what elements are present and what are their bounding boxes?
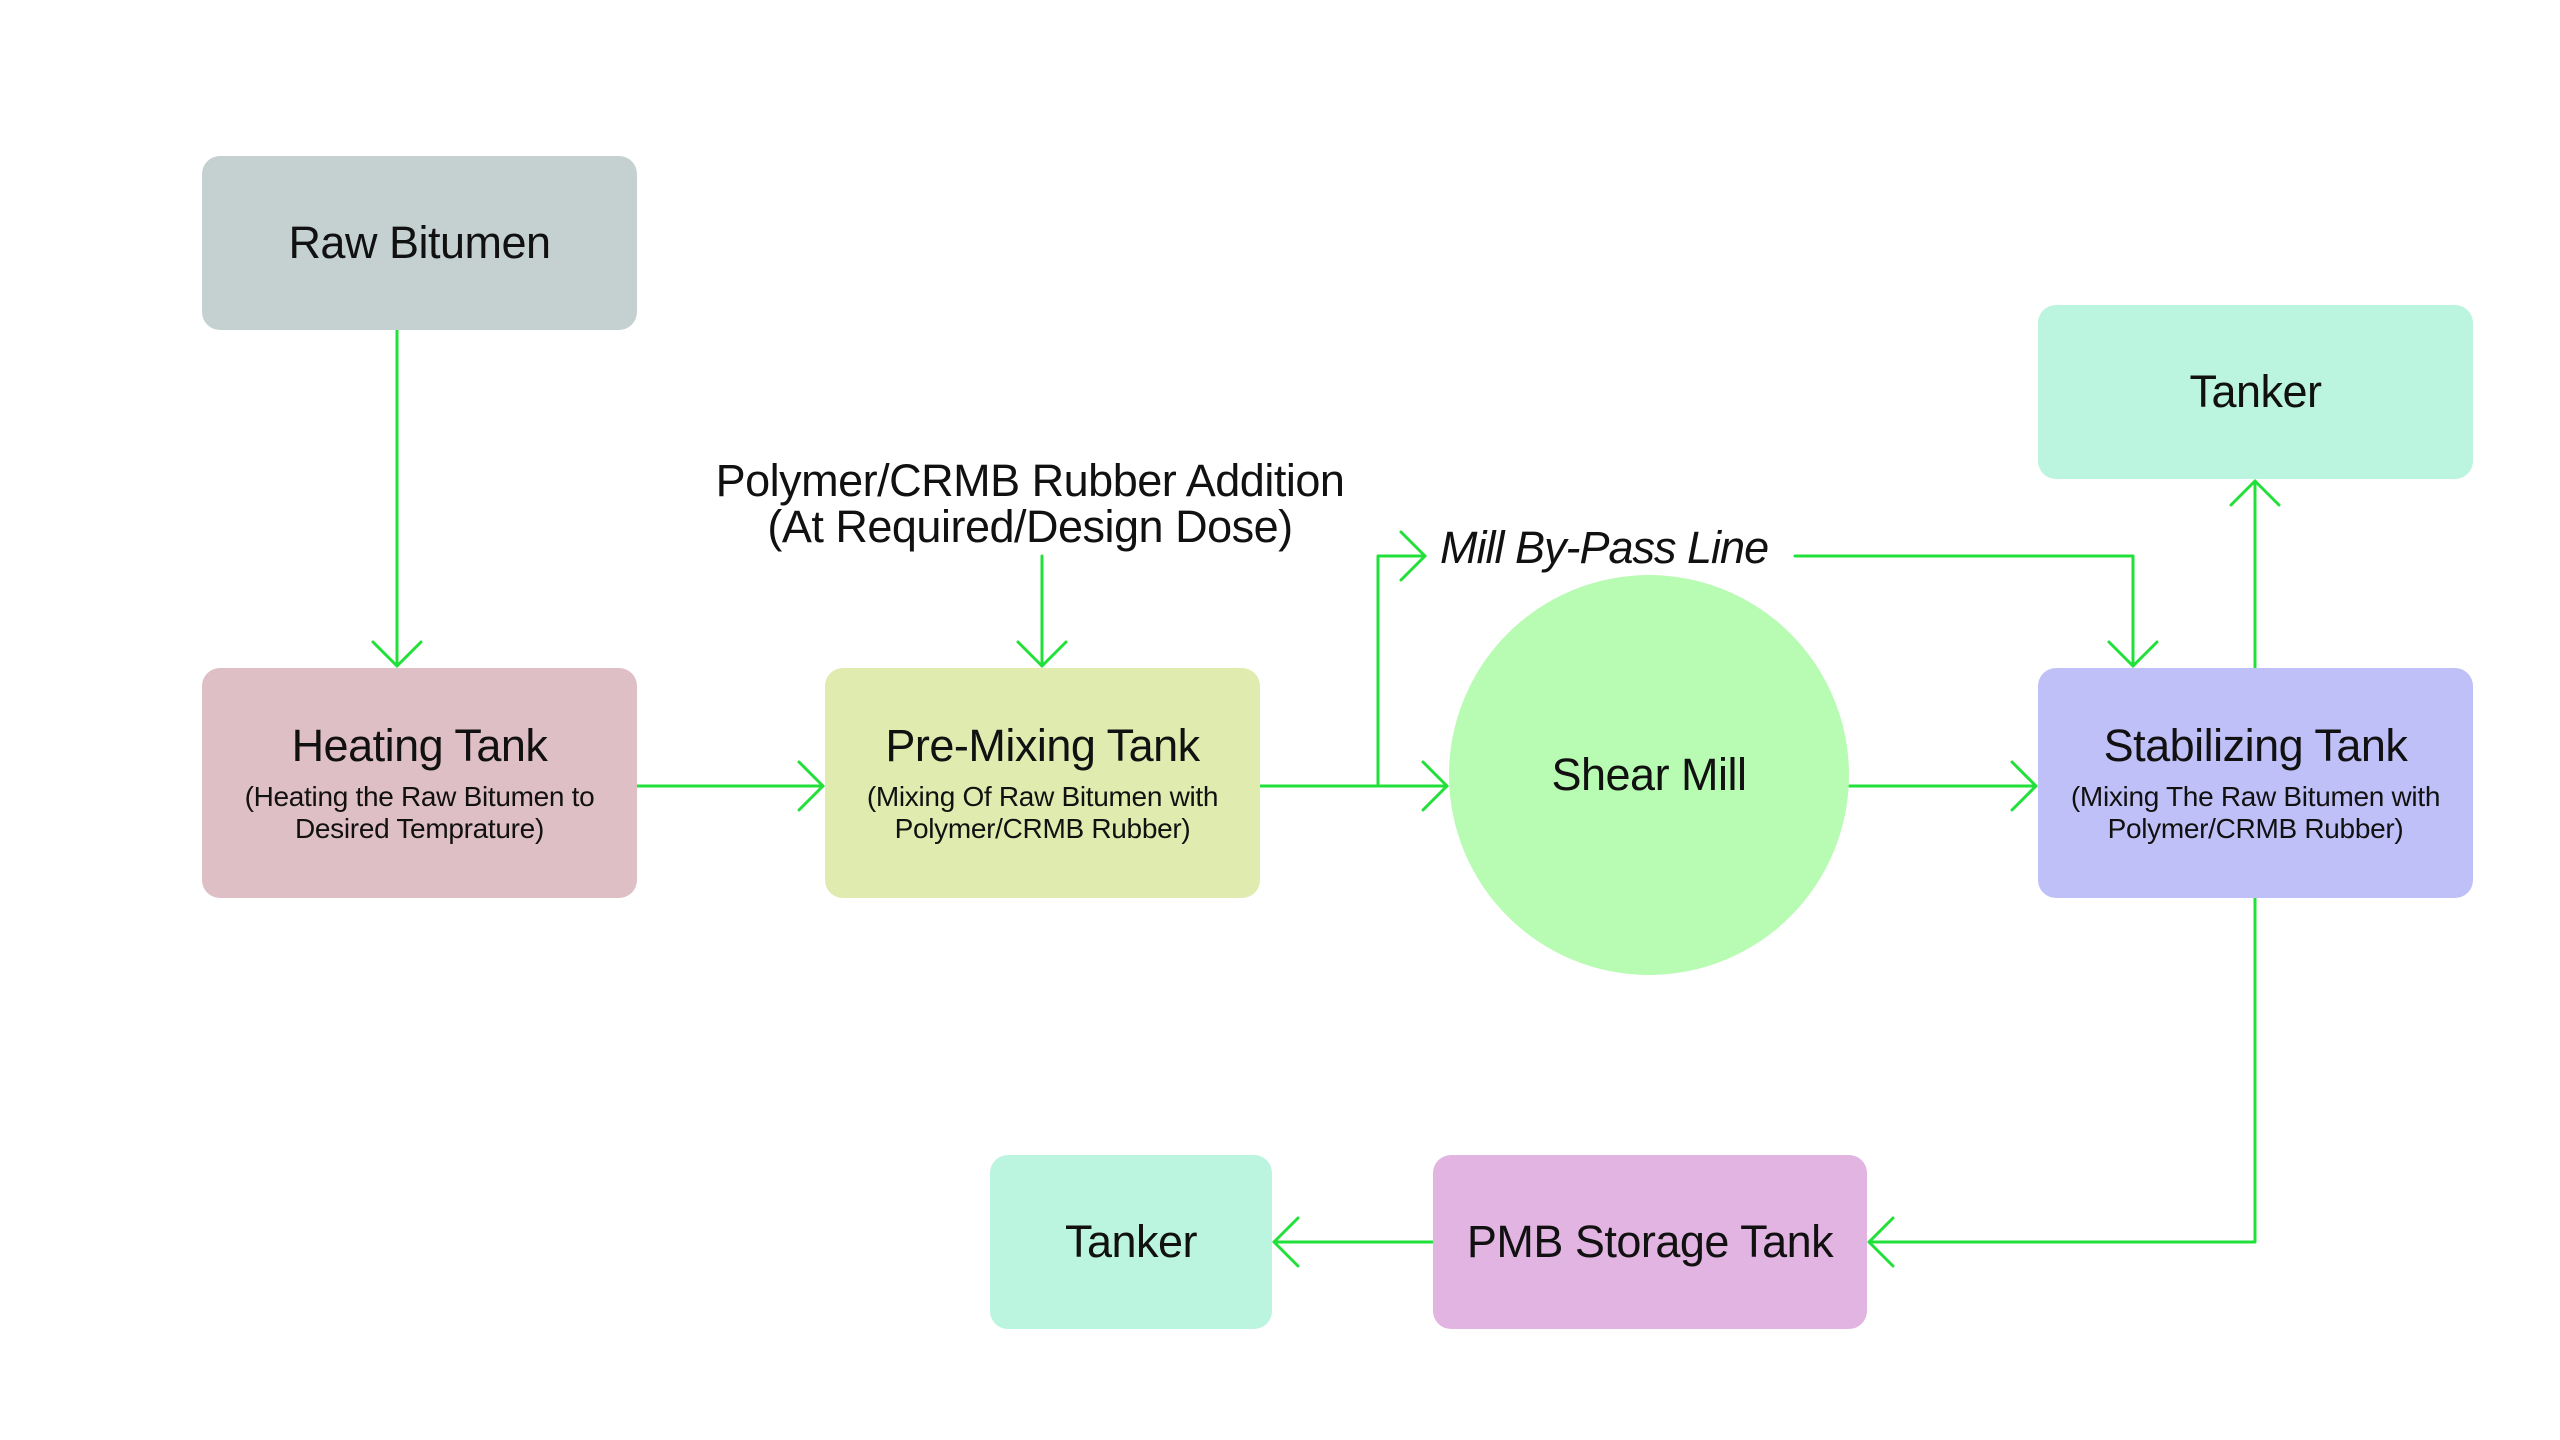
tanker-bottom-title: Tanker <box>1064 1216 1198 1268</box>
stabilizing-desc-line2: Polymer/CRMB Rubber) <box>2107 812 2404 844</box>
stabilizing-tank-description: (Mixing The Raw Bitumen with Polymer/CRM… <box>2070 780 2441 845</box>
edge-bypass-branch <box>1376 554 1427 788</box>
tanker-top-node[interactable]: Tanker <box>2038 305 2473 479</box>
pmb-storage-tank-title: PMB Storage Tank <box>1466 1216 1834 1268</box>
shear-mill-title: Shear Mill <box>1551 749 1747 801</box>
tanker-bottom-node[interactable]: Tanker <box>990 1155 1272 1329</box>
mill-bypass-label: Mill By-Pass Line <box>1440 522 1769 573</box>
pre-mixing-desc-line1: (Mixing Of Raw Bitumen with <box>866 780 1219 812</box>
polymer-addition-line1: Polymer/CRMB Rubber Addition <box>715 455 1345 506</box>
arrowhead-pmb <box>1867 1216 1895 1268</box>
arrowhead-premixing-top <box>1016 640 1068 668</box>
arrowhead-tanker-top <box>2229 479 2281 507</box>
arrowhead-shearmill <box>1421 760 1449 812</box>
tanker-top-title: Tanker <box>2189 366 2322 418</box>
polymer-addition-label: Polymer/CRMB Rubber Addition (At Require… <box>660 458 1400 550</box>
heating-tank-desc-line2: Desired Temprature) <box>294 812 544 844</box>
pre-mixing-tank-description: (Mixing Of Raw Bitumen with Polymer/CRMB… <box>866 780 1219 845</box>
polymer-addition-line2: (At Required/Design Dose) <box>767 501 1293 552</box>
raw-bitumen-title: Raw Bitumen <box>288 217 551 269</box>
raw-bitumen-node[interactable]: Raw Bitumen <box>202 156 637 330</box>
stabilizing-tank-node[interactable]: Stabilizing Tank (Mixing The Raw Bitumen… <box>2038 668 2473 898</box>
stabilizing-tank-title: Stabilizing Tank <box>2103 720 2408 772</box>
stabilizing-desc-line1: (Mixing The Raw Bitumen with <box>2070 780 2441 812</box>
heating-tank-desc-line1: (Heating the Raw Bitumen to <box>244 780 595 812</box>
heating-tank-node[interactable]: Heating Tank (Heating the Raw Bitumen to… <box>202 668 637 898</box>
shear-mill-node[interactable]: Shear Mill <box>1449 575 1849 975</box>
heating-tank-title: Heating Tank <box>291 720 548 772</box>
arrowhead-bypass <box>1399 530 1427 582</box>
edge-bypass-to-stabilizing <box>1793 554 2135 668</box>
pre-mixing-tank-title: Pre-Mixing Tank <box>885 720 1200 772</box>
arrowhead-stabilizing-left <box>2010 760 2038 812</box>
edge-stabilizing-to-pmb <box>1867 896 2257 1244</box>
arrowhead-tanker-bottom <box>1272 1216 1300 1268</box>
arrowhead-premixing-left <box>797 760 825 812</box>
pre-mixing-desc-line2: Polymer/CRMB Rubber) <box>894 812 1191 844</box>
arrowhead-heating <box>371 640 423 668</box>
heating-tank-description: (Heating the Raw Bitumen to Desired Temp… <box>245 781 595 845</box>
arrowhead-stabilizing-top <box>2107 640 2159 668</box>
pmb-storage-tank-node[interactable]: PMB Storage Tank <box>1433 1155 1867 1329</box>
pre-mixing-tank-node[interactable]: Pre-Mixing Tank (Mixing Of Raw Bitumen w… <box>825 668 1260 898</box>
